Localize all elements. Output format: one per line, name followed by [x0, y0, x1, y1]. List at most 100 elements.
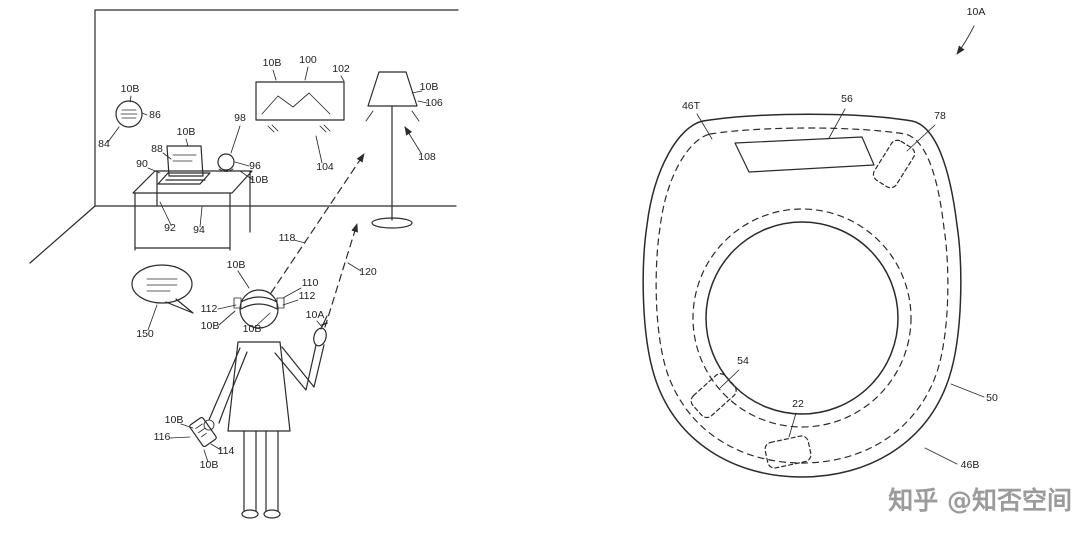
speech-bubble: 150	[131, 264, 194, 340]
ref-label-10b-handheld-2: 10B	[200, 459, 219, 471]
person-head	[239, 289, 279, 329]
component-78-group	[872, 139, 916, 189]
ref-label-88: 88	[151, 143, 163, 155]
ring-outer-outline	[642, 113, 962, 478]
beam-leader-lines	[293, 239, 362, 272]
desk-leader-lines	[147, 125, 254, 228]
ref-label-10b-hmd-left: 10B	[201, 320, 220, 332]
wall-display: 10B 100 102 104	[255, 54, 350, 173]
handheld-device-body	[189, 416, 217, 448]
display-mountains	[261, 92, 331, 115]
ref-label-10b-display: 10B	[263, 57, 282, 69]
ref-label-10a-ring: 10A	[967, 6, 986, 18]
ref-label-46t: 46T	[682, 100, 701, 112]
ring-leader-lines	[696, 108, 985, 465]
person-right-arm	[274, 344, 325, 391]
ref-label-100: 100	[299, 54, 317, 66]
floor-lamp: 10B 106 108	[365, 71, 443, 229]
ref-label-94: 94	[193, 224, 205, 236]
bubble-text-lines	[146, 278, 178, 292]
ref-label-10b-hmd-chin: 10B	[243, 323, 262, 335]
display-mount-ticks	[267, 124, 331, 133]
laptop-keyboard	[157, 172, 211, 185]
desk-object-base	[218, 168, 234, 172]
watermark-text: 知乎 @知否空间	[888, 486, 1072, 515]
finger-ring-mark	[321, 322, 328, 326]
ref-label-54: 54	[737, 355, 749, 367]
ring-finger-opening	[705, 221, 899, 415]
person-left-hand	[203, 419, 215, 431]
ref-label-96: 96	[249, 160, 261, 172]
display-frame	[255, 81, 345, 121]
ref-label-108: 108	[418, 151, 436, 163]
ref-label-112-left: 112	[201, 303, 218, 315]
component-78	[872, 139, 916, 189]
wall-clock: 10B 86 84	[98, 83, 161, 150]
component-22-group	[764, 435, 812, 469]
hmd-left-module	[233, 297, 242, 309]
ref-label-112-right: 112	[299, 290, 316, 302]
component-54-group	[690, 373, 737, 419]
sensing-beams: 118 120	[270, 153, 377, 328]
ref-label-106: 106	[425, 97, 443, 109]
ref-label-116: 116	[154, 431, 171, 443]
component-22	[764, 435, 812, 469]
ref-label-118: 118	[279, 232, 296, 244]
clock-detail-lines	[120, 109, 138, 119]
ref-label-10a-ring-on-finger: 10A	[306, 309, 325, 321]
lamp-shade	[367, 71, 418, 107]
bubble-leader-line	[147, 304, 158, 331]
ring-figure: 10A 46T 56 78 54 22 50 46B	[642, 6, 998, 478]
ref-label-92: 92	[164, 222, 176, 234]
ref-label-46b: 46B	[961, 459, 980, 471]
laptop-screen-lines	[172, 154, 197, 162]
ref-label-50: 50	[986, 392, 998, 404]
beam-118	[270, 153, 365, 294]
room-scene-figure: 10B 86 84 10B 100 102 104 10B 88	[29, 9, 459, 519]
ring-10a-arrow	[956, 25, 975, 55]
person-left-arm	[208, 347, 248, 424]
component-54	[690, 373, 737, 419]
ref-label-10b-hmd-top: 10B	[227, 259, 246, 271]
ref-label-10b-lamp: 10B	[420, 81, 439, 93]
bubble-outline	[131, 264, 193, 304]
ring-inner-structure-dashed	[655, 127, 949, 464]
lamp-base	[371, 217, 413, 229]
ref-label-10b-laptop: 10B	[177, 126, 196, 138]
desk-legs	[134, 170, 251, 251]
ref-label-22: 22	[792, 398, 804, 410]
bubble-tail	[165, 298, 194, 314]
ring-band-dashed-circle	[692, 208, 912, 428]
clock-body	[115, 100, 143, 128]
handheld-device-lines	[195, 423, 207, 438]
laptop-screen	[166, 145, 204, 177]
lamp-leader-lines	[411, 90, 428, 104]
ref-label-90: 90	[136, 158, 148, 170]
handheld-device	[189, 416, 217, 448]
desk-top	[132, 170, 253, 194]
person-torso	[227, 341, 291, 432]
ref-label-10b-handheld: 10B	[165, 414, 184, 426]
ref-label-102: 102	[332, 63, 350, 75]
ref-label-86: 86	[149, 109, 161, 121]
desk-object	[217, 153, 235, 171]
person-right-foot	[263, 509, 281, 519]
desk: 10B 88 90 92 94 96 10B 98	[132, 112, 269, 251]
ref-label-84: 84	[98, 138, 110, 150]
person-leader-lines	[169, 270, 323, 463]
ref-label-10b-clock: 10B	[121, 83, 140, 95]
lamp-arrow-108	[404, 126, 422, 154]
ref-label-56: 56	[841, 93, 853, 105]
ref-label-10b-desk: 10B	[250, 174, 269, 186]
person-left-foot	[241, 509, 259, 519]
ring-display	[734, 136, 875, 173]
hmd-right-module	[276, 297, 285, 309]
ref-label-150: 150	[136, 328, 154, 340]
display-leader-lines	[272, 66, 345, 164]
ref-label-120: 120	[359, 266, 377, 278]
ref-label-110: 110	[302, 277, 319, 289]
hmd-band	[240, 296, 278, 310]
person-legs	[243, 430, 279, 512]
ref-label-104: 104	[316, 161, 334, 173]
